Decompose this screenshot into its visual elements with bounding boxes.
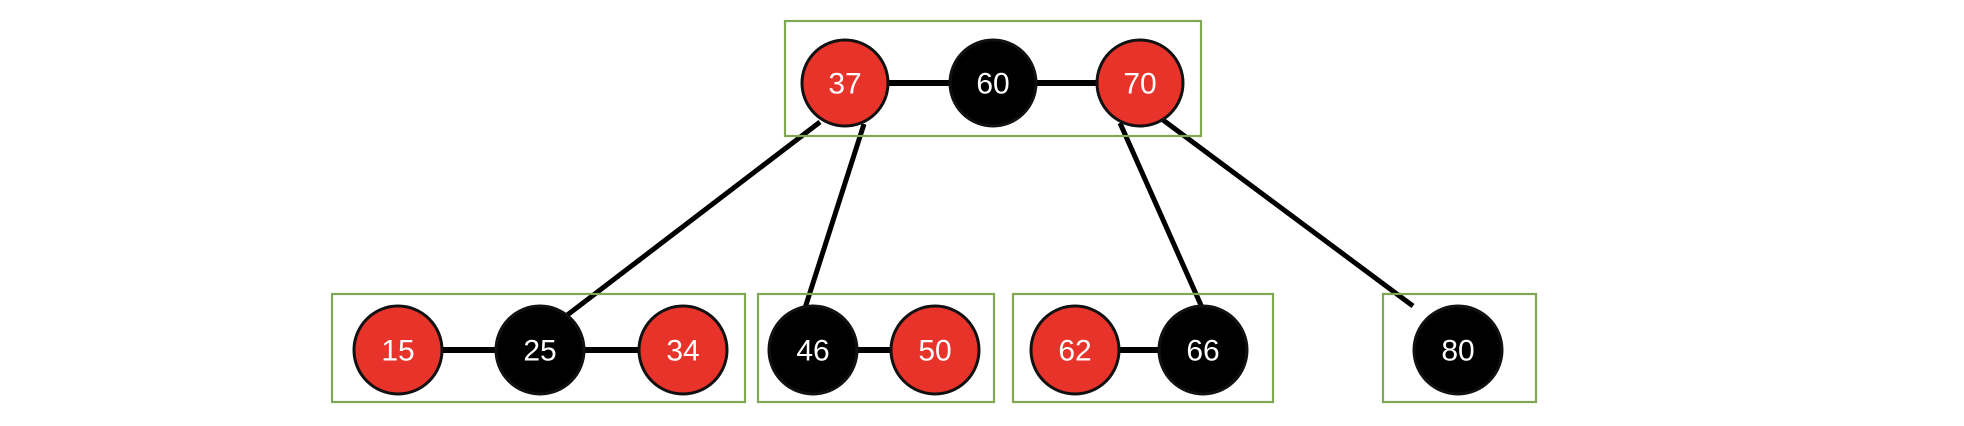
child-edges-layer [564, 117, 1415, 318]
node-circle-25-black[interactable] [494, 304, 586, 396]
node-circle-62-red[interactable] [1029, 304, 1121, 396]
child-edge-n37-to-n25 [564, 120, 822, 318]
node-circle-60-black[interactable] [948, 38, 1038, 128]
tree-node-15[interactable]: 15 [352, 304, 444, 396]
tree-node-62[interactable]: 62 [1029, 304, 1121, 396]
node-circle-80-black[interactable] [1412, 304, 1504, 396]
tree-node-80[interactable]: 80 [1412, 304, 1504, 396]
root-node-group-box [783, 19, 1203, 138]
group-boxes-layer [330, 19, 1538, 404]
leaf-node-group-2-box [756, 292, 996, 404]
tree-node-34[interactable]: 34 [637, 304, 729, 396]
node-circle-15-red[interactable] [352, 304, 444, 396]
leaf-node-group-3-box [1011, 292, 1275, 404]
node-circle-46-black[interactable] [767, 304, 859, 396]
tree-node-66[interactable]: 66 [1157, 304, 1249, 396]
node-circle-34-red[interactable] [637, 304, 729, 396]
leaf-node-group-1-box [330, 292, 747, 404]
tree-node-37[interactable]: 37 [800, 38, 890, 128]
tree-node-46[interactable]: 46 [767, 304, 859, 396]
leaf-node-group-4-box [1381, 292, 1538, 404]
node-circle-66-black[interactable] [1157, 304, 1249, 396]
node-circle-37-red[interactable] [800, 38, 890, 128]
tree-node-50[interactable]: 50 [889, 304, 981, 396]
node-circle-70-red[interactable] [1095, 38, 1185, 128]
tree-node-25[interactable]: 25 [494, 304, 586, 396]
node-circle-50-red[interactable] [889, 304, 981, 396]
child-edge-n37-to-n46 [802, 123, 867, 309]
child-edge-n70-to-n66 [1117, 121, 1207, 314]
child-edge-n70-to-n80 [1161, 117, 1415, 309]
tree-node-70[interactable]: 70 [1095, 38, 1185, 128]
tree-node-60[interactable]: 60 [948, 38, 1038, 128]
nodes-layer: 37 60 70 15 25 34 46 50 62 66 80 [352, 38, 1504, 396]
sibling-links-layer [440, 80, 1161, 353]
